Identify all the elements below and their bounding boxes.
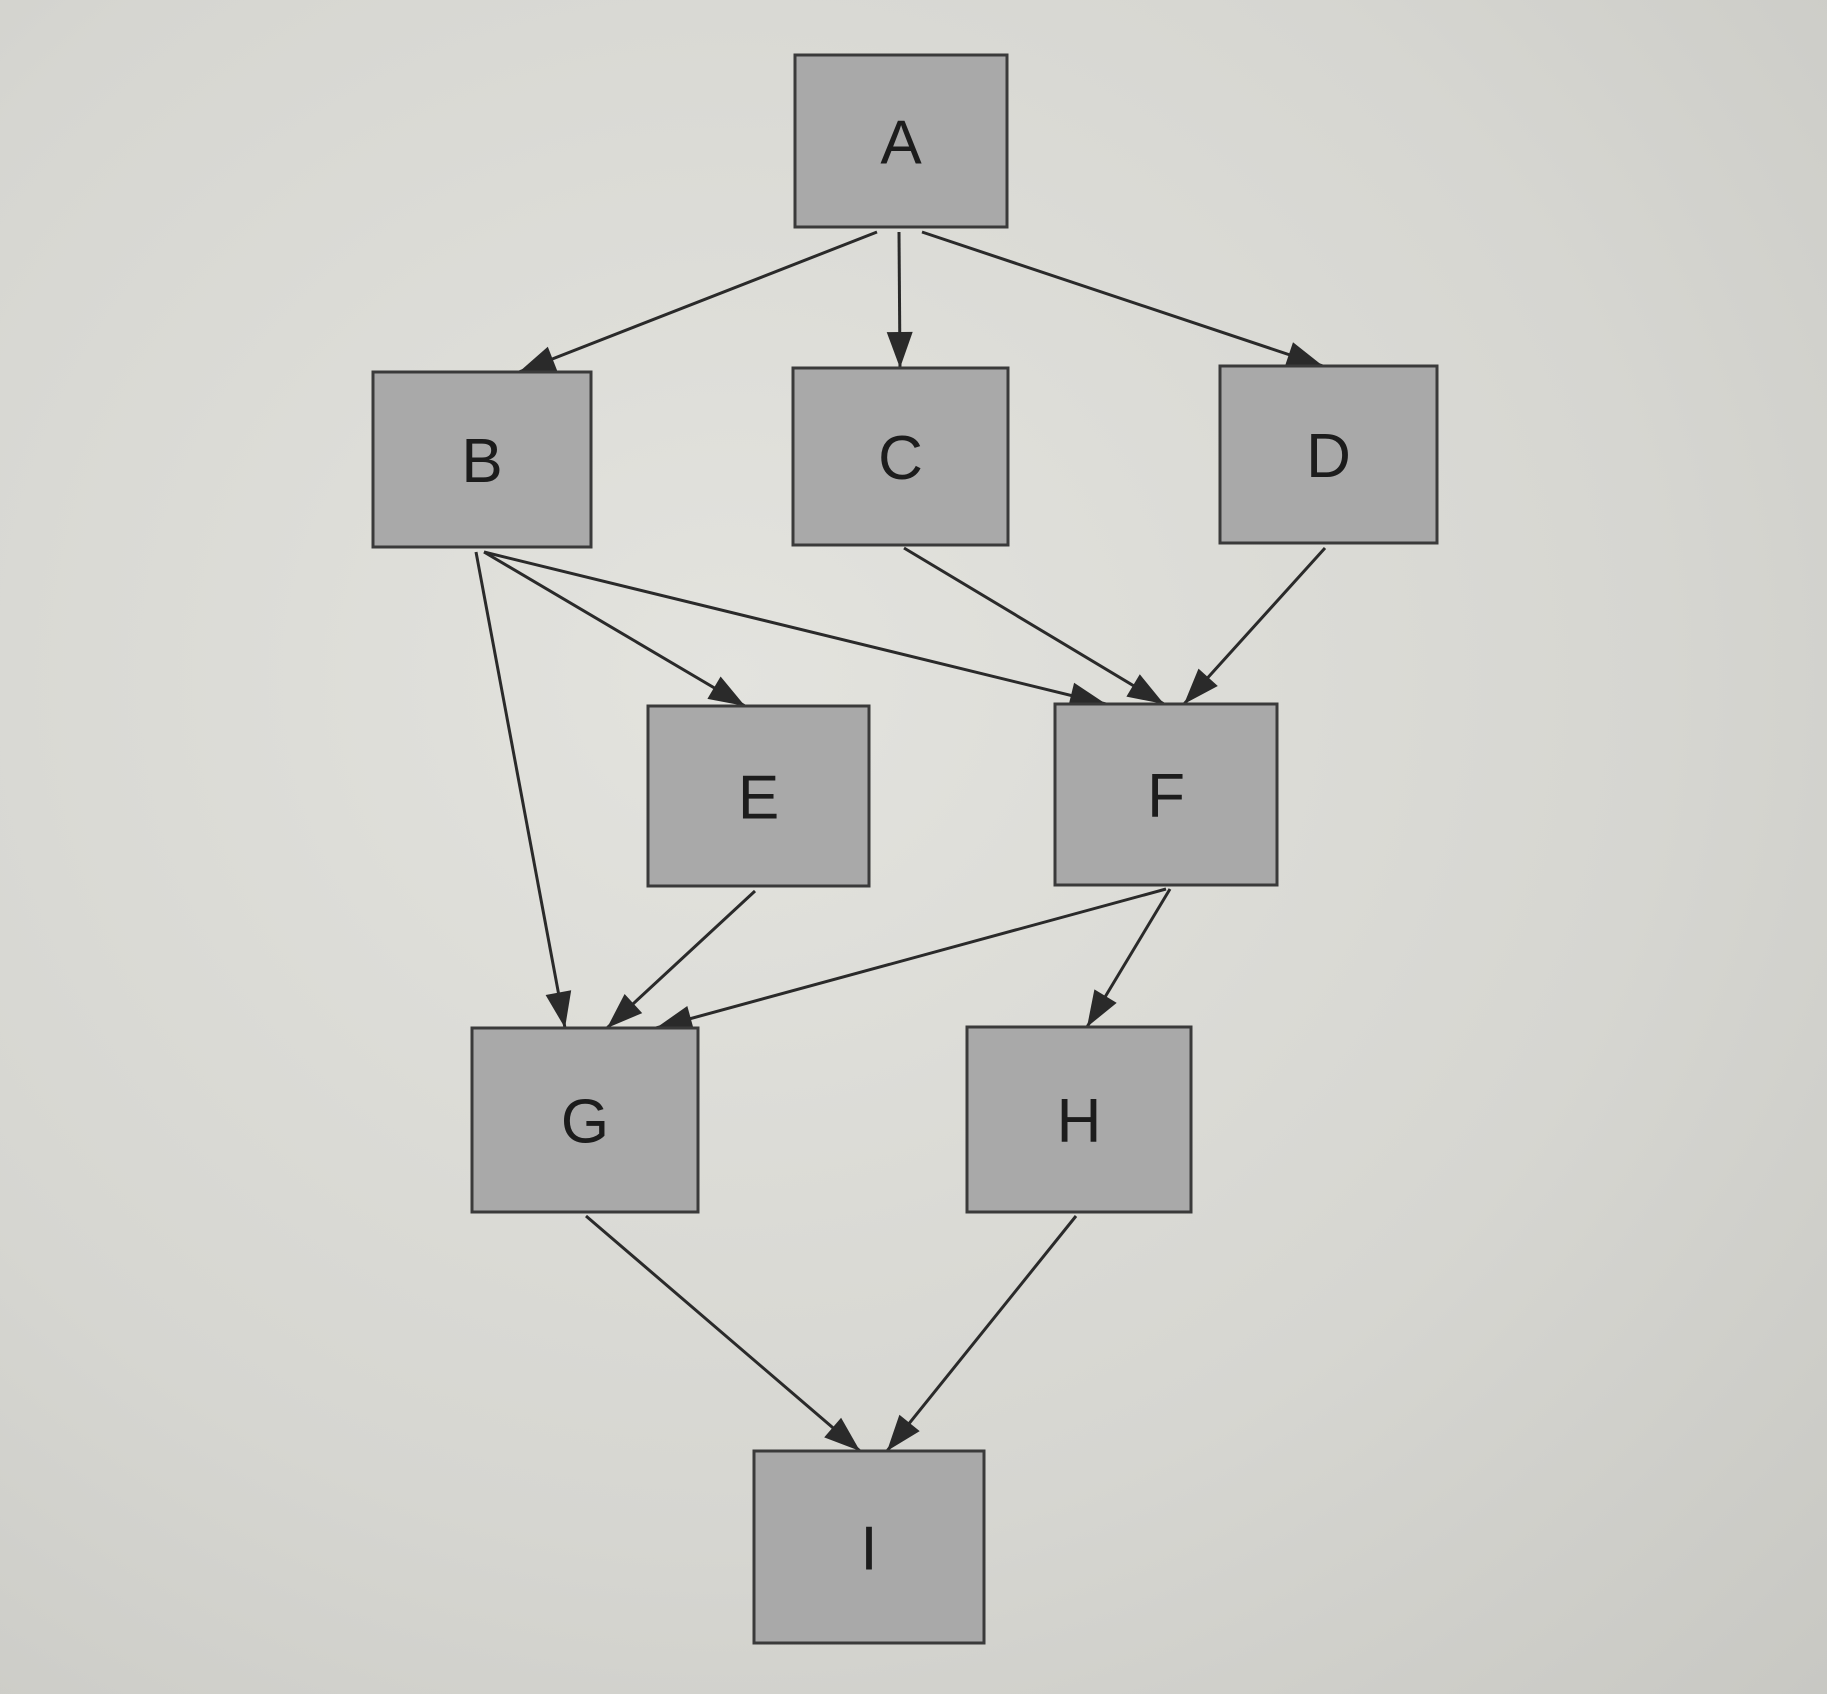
edge-b-f [483, 550, 1107, 706]
arrowhead-f-h [1087, 989, 1117, 1027]
arrowhead-a-b [519, 346, 558, 372]
node-box-f [1053, 702, 1279, 887]
node-label-e: E [738, 764, 779, 833]
arrowhead-d-f [1184, 668, 1218, 704]
edge-f-g [655, 887, 1167, 1030]
arrowhead-g-i [824, 1417, 860, 1451]
node-box-a [793, 53, 1009, 229]
arrowhead-b-e [707, 676, 745, 706]
edge-b-e [483, 550, 746, 708]
arrowhead-a-c [886, 331, 913, 368]
node-c: C [791, 366, 1010, 547]
node-label-h: H [1057, 1087, 1102, 1156]
edge-h-i [885, 1215, 1078, 1452]
node-label-i: I [860, 1515, 877, 1584]
node-g: G [470, 1026, 700, 1214]
node-box-h [965, 1025, 1193, 1214]
arrowhead-b-f [1067, 682, 1106, 709]
edge-a-d [921, 230, 1324, 368]
node-box-i [752, 1449, 986, 1645]
node-label-g: G [561, 1088, 609, 1157]
edges-layer [474, 230, 1327, 1453]
arrowhead-f-g [656, 1006, 695, 1032]
node-h: H [965, 1025, 1193, 1214]
node-box-g [470, 1026, 700, 1214]
node-box-b [371, 370, 593, 549]
node-box-d [1218, 364, 1439, 545]
node-box-c [791, 366, 1010, 547]
edge-a-b [518, 230, 878, 374]
node-e: E [646, 704, 871, 888]
node-label-b: B [461, 427, 502, 496]
arrowhead-c-f [1126, 674, 1164, 704]
node-d: D [1218, 364, 1439, 545]
arrowhead-b-g [545, 990, 572, 1028]
node-i: I [752, 1449, 986, 1645]
node-label-a: A [880, 109, 922, 178]
edge-c-f [903, 546, 1165, 706]
node-label-c: C [878, 424, 923, 493]
arrowhead-a-d [1284, 342, 1323, 367]
edge-b-g [474, 551, 567, 1029]
node-label-d: D [1306, 422, 1351, 491]
nodes-layer: A B C D E F G H I [371, 53, 1439, 1645]
node-box-e [646, 704, 871, 888]
node-label-f: F [1147, 762, 1185, 831]
node-a: A [793, 53, 1009, 229]
node-b: B [371, 370, 593, 549]
arrowhead-h-i [887, 1414, 920, 1451]
edge-g-i [585, 1214, 861, 1453]
node-f: F [1053, 702, 1279, 887]
arrowhead-e-g [607, 994, 643, 1028]
